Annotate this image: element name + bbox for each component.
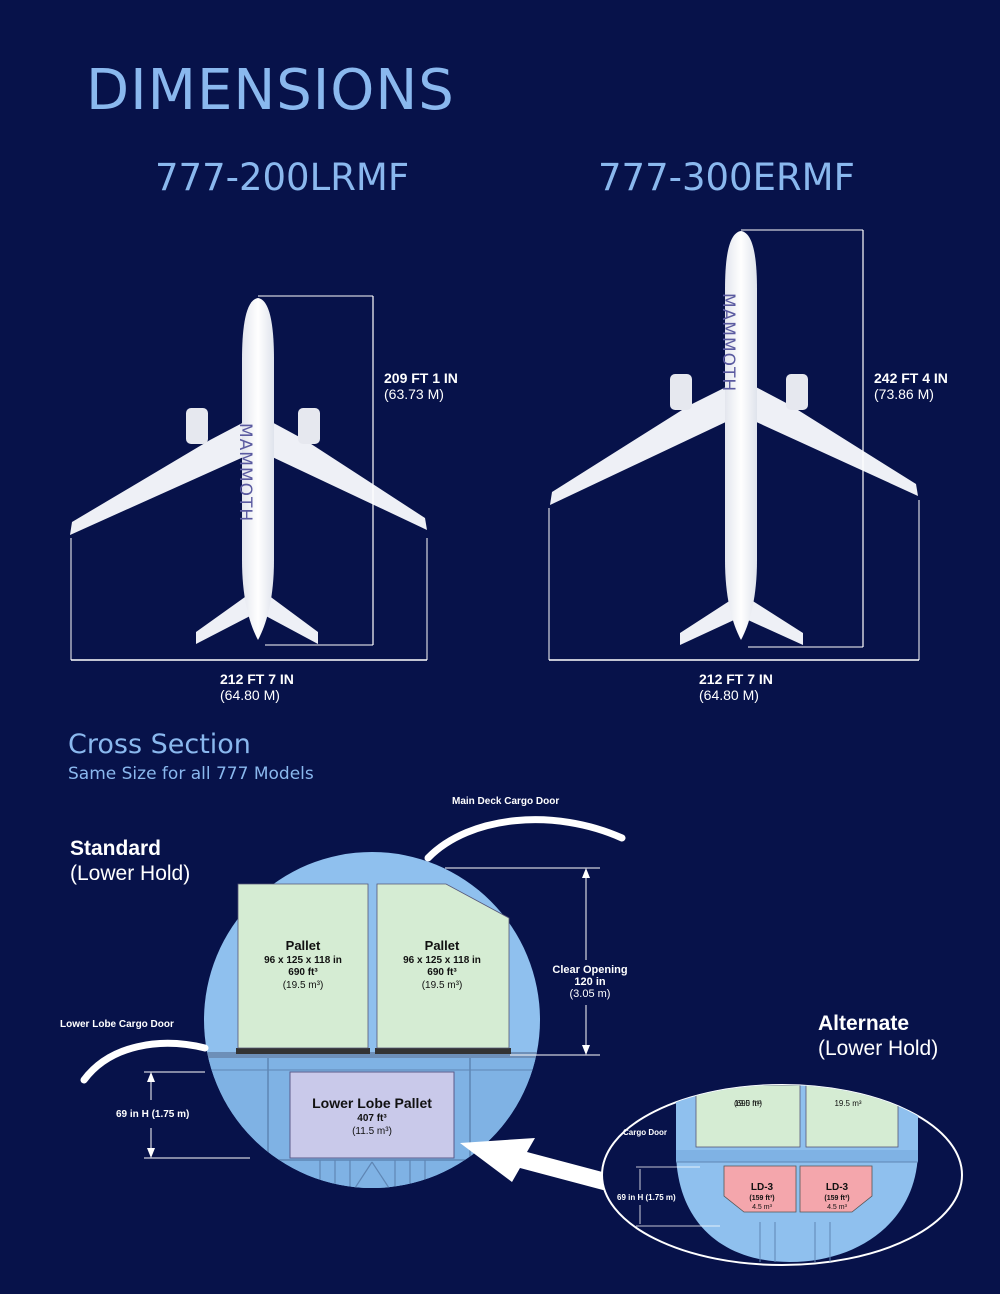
cross-section-alternate: (690 ft³) 19.5 m³ 19.5 m³ LD-3 (159 ft³)… [601, 1084, 963, 1266]
left-stabilizer [196, 592, 252, 644]
lower-lobe-door [80, 1039, 209, 1084]
svg-text:LD-3: LD-3 [826, 1182, 849, 1193]
right-engine [298, 408, 320, 444]
svg-text:690 ft³: 690 ft³ [288, 967, 318, 978]
ld3-right [799, 1165, 873, 1213]
left-engine [670, 374, 692, 410]
alternate-label: Alternate(Lower Hold) [818, 1012, 939, 1060]
svg-text:96 x 125 x 118 in: 96 x 125 x 118 in [264, 955, 342, 966]
svg-text:LD-3: LD-3 [751, 1182, 774, 1193]
svg-text:(690 ft³): (690 ft³) [734, 1099, 762, 1108]
pallet-base-left [236, 1048, 370, 1054]
model-title-300ermf: 777-300ERMF [598, 156, 855, 199]
lower-lobe-pallet [289, 1071, 455, 1159]
clear-opening-label: Clear Opening 120 in (3.05 m) [552, 964, 628, 1000]
left-wing [550, 385, 730, 505]
pallet-right-name: Pallet [425, 938, 460, 953]
page-title: DIMENSIONS [86, 58, 455, 123]
left-wing [70, 420, 248, 535]
standard-label: Standard(Lower Hold) [70, 837, 191, 885]
length-label-200lrmf: 209 FT 1 IN(63.73 M) [384, 370, 458, 402]
fuselage [725, 231, 757, 640]
pallet-left-name: Pallet [286, 938, 321, 953]
svg-text:690 ft³: 690 ft³ [427, 967, 457, 978]
svg-text:(19.5 m³): (19.5 m³) [283, 980, 324, 991]
length-label-300ermf: 242 FT 4 IN(73.86 M) [874, 370, 948, 402]
main-deck-door-label: Main Deck Cargo Door [452, 796, 560, 807]
pallet-base-right [375, 1048, 511, 1054]
detail-arrow [460, 1138, 625, 1194]
svg-text:(159 ft³): (159 ft³) [749, 1195, 774, 1202]
span-label-200lrmf: 212 FT 7 IN(64.80 M) [220, 671, 294, 703]
right-engine [786, 374, 808, 410]
lower-height-label: 69 in H (1.75 m) [116, 1109, 190, 1120]
aircraft-300ermf: MAMMOTH [548, 229, 920, 661]
svg-text:(19.5 m³): (19.5 m³) [422, 980, 463, 991]
livery-text: MAMMOTH [718, 293, 738, 392]
lower-lobe-door-label: Lower Lobe Cargo Door [60, 1019, 174, 1030]
pallet-right [376, 883, 510, 1049]
svg-text:Cargo Door: Cargo Door [623, 1128, 667, 1137]
left-engine [186, 408, 208, 444]
left-stabilizer [680, 598, 734, 645]
svg-text:407 ft³: 407 ft³ [357, 1113, 387, 1124]
right-wing [752, 385, 918, 496]
right-stabilizer [264, 592, 318, 644]
svg-text:69 in H (1.75 m): 69 in H (1.75 m) [617, 1193, 676, 1202]
cross-section-subtitle: Same Size for all 777 Models [68, 764, 314, 784]
main-deck-door [424, 816, 626, 862]
model-title-200lrmf: 777-200LRMF [155, 156, 410, 199]
svg-text:4.5 m³: 4.5 m³ [827, 1204, 848, 1211]
right-wing [268, 420, 427, 530]
svg-text:19.5 m³: 19.5 m³ [734, 1099, 761, 1108]
lower-pallet-name: Lower Lobe Pallet [312, 1095, 432, 1111]
svg-text:96 x 125 x 118 in: 96 x 125 x 118 in [403, 955, 481, 966]
pallet-left [237, 883, 369, 1049]
span-label-300ermf: 212 FT 7 IN(64.80 M) [699, 671, 773, 703]
svg-text:19.5 m³: 19.5 m³ [834, 1099, 861, 1108]
aircraft-200lrmf: MAMMOTH [70, 295, 428, 661]
right-stabilizer [748, 598, 803, 645]
livery-text: MAMMOTH [235, 423, 255, 522]
svg-text:(11.5 m³): (11.5 m³) [352, 1126, 392, 1137]
fuselage [242, 298, 274, 640]
svg-text:4.5 m³: 4.5 m³ [752, 1204, 773, 1211]
svg-text:(159 ft³): (159 ft³) [824, 1195, 849, 1202]
ld3-left [723, 1165, 797, 1213]
cross-section-title: Cross Section [68, 729, 251, 760]
